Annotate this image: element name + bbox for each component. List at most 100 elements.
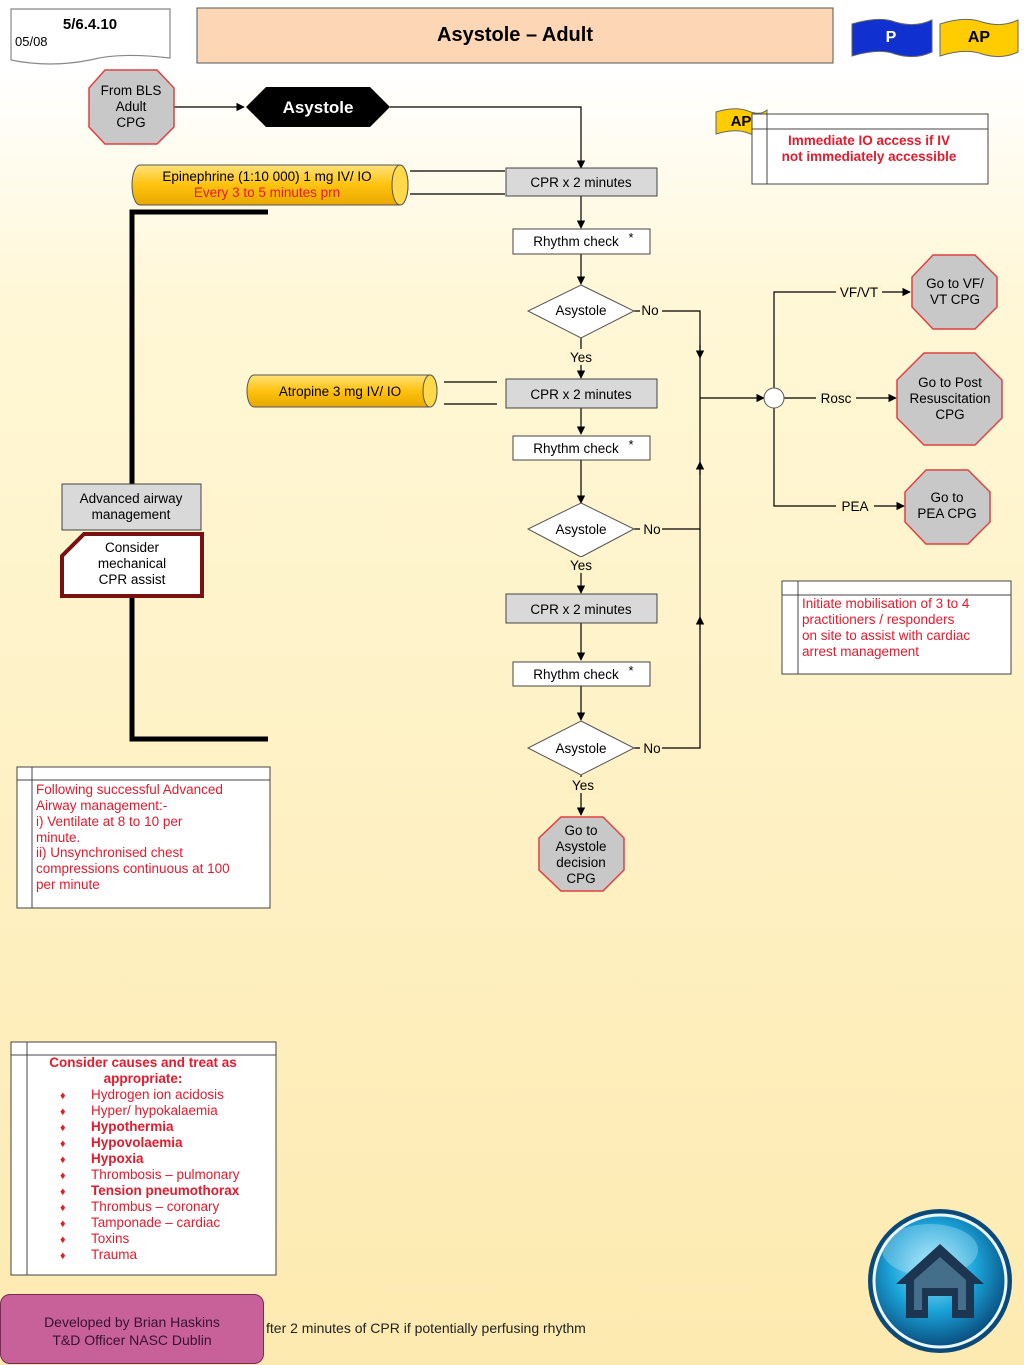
from-bls-line3: CPG [116,115,145,130]
code-tag: 5/6.4.10 05/08 [10,8,171,65]
cause-bullet-icon: ♦ [60,1138,66,1150]
atropine-dose: Atropine 3 mg IV/ IO [279,384,401,399]
doc-code: 5/6.4.10 [63,16,117,33]
yes-label-2: Yes [570,558,592,573]
cpr-box-3[interactable]: CPR x 2 minutes [505,593,658,624]
go-post-resus-line3: CPG [935,407,964,422]
asystole-start-node: Asystole [246,87,390,127]
airway-note-line1: Following successful Advanced [36,782,223,797]
epinephrine-dose: Epinephrine (1:10 000) 1 mg IV/ IO [162,169,371,184]
cpr-box-2-label: CPR x 2 minutes [530,387,632,402]
cause-item: Hyper/ hypokalaemia [91,1103,218,1118]
cause-item: Hypothermia [91,1119,174,1134]
cause-item: Thrombus – coronary [91,1199,220,1214]
badge-ap: AP [939,18,1019,58]
mobilisation-line2: practitioners / responders [802,612,955,627]
title-box: Asystole – Adult [196,7,834,64]
rhythm-footnote: fter 2 minutes of CPR if potentially per… [266,1320,586,1336]
badge-ap-label: AP [968,29,991,46]
rhythm-check-3[interactable]: Rhythm check * [512,661,651,687]
io-access-line1: Immediate IO access if IV [788,133,950,148]
go-asystole-line1: Go to [564,823,597,838]
cause-item: Tamponade – cardiac [91,1215,220,1230]
cause-bullet-icon: ♦ [60,1154,66,1166]
cpr-box-3-label: CPR x 2 minutes [530,602,632,617]
rhythm-check-1[interactable]: Rhythm check * [512,228,651,255]
doc-date: 05/08 [15,34,48,49]
causes-list: ♦ Hydrogen ion acidosis ♦ Hyper/ hypokalaem… [60,1087,240,1262]
mobilisation-line1: Initiate mobilisation of 3 to 4 [802,596,970,611]
yes-label-1: Yes [570,350,592,365]
no-label-3: No [643,741,660,756]
cause-item: Thrombosis – pulmonary [91,1167,240,1182]
mechanical-cpr-line1: Consider [105,540,160,555]
go-vfvt-node[interactable]: Go to VF/ VT CPG [911,254,998,330]
cpr-box-1[interactable]: CPR x 2 minutes [505,167,658,197]
credit-box: Developed by Brian Haskins T&D Officer N… [0,1294,264,1364]
cause-item: Hydrogen ion acidosis [91,1087,224,1102]
cpr-box-2[interactable]: CPR x 2 minutes [505,378,658,409]
from-bls-line2: Adult [116,99,147,114]
advanced-airway-line1: Advanced airway [80,491,183,506]
airway-note-line3: i) Ventilate at 8 to 10 per [36,814,183,829]
rhythm-check-2-label: Rhythm check [533,441,619,456]
yes-label-3: Yes [572,778,594,793]
go-vfvt-line2: VT CPG [930,292,980,307]
mobilisation-line3: on site to assist with cardiac [802,628,970,643]
badge-p: P [851,18,933,58]
advanced-airway-line2: management [92,507,171,522]
go-post-resus-node[interactable]: Go to Post Resuscitation CPG [896,352,1003,446]
cause-item: Trauma [91,1247,138,1262]
go-vfvt-line1: Go to VF/ [926,276,984,291]
rhythm-check-2-asterisk: * [628,437,633,452]
airway-bracket [129,209,268,742]
cause-bullet-icon: ♦ [60,1202,66,1214]
home-button[interactable] [868,1209,1012,1353]
from-bls-node[interactable]: From BLS Adult CPG [88,69,175,145]
advanced-airway-box[interactable]: Advanced airway management [61,483,202,531]
cause-item: Toxins [91,1231,130,1246]
mechanical-cpr-box[interactable]: Consider mechanical CPR assist [60,532,204,598]
branch-junction [763,387,785,409]
rosc-label: Rosc [821,391,852,406]
cause-item: Tension pneumothorax [91,1183,240,1198]
rhythm-check-1-asterisk: * [628,230,633,245]
cpr-box-1-label: CPR x 2 minutes [530,175,632,190]
epinephrine-frequency: Every 3 to 5 minutes prn [194,185,340,200]
badge-p-label: P [886,29,897,46]
decision-asystole-2[interactable]: Asystole [526,502,636,558]
decision-asystole-1[interactable]: Asystole [526,284,636,339]
decision-2-label: Asystole [555,522,606,537]
causes-box: Consider causes and treat as appropriate… [10,1041,277,1276]
decision-3-label: Asystole [555,741,606,756]
airway-note-line6: compressions continuous at 100 [36,861,230,876]
ap-flag-label: AP [731,113,752,130]
cause-bullet-icon: ♦ [60,1122,66,1134]
go-pea-node[interactable]: Go to PEA CPG [904,469,991,545]
airway-note-line5: ii) Unsynchronised chest [36,845,183,860]
home-icon [896,1244,984,1318]
go-asystole-line2: Asystole [555,839,606,854]
airway-note-line4: minute. [36,830,80,845]
io-access-line2: not immediately accessible [782,149,957,164]
cause-bullet-icon: ♦ [60,1218,66,1230]
causes-title-line2: appropriate: [104,1071,183,1086]
mobilisation-note: Initiate mobilisation of 3 to 4 practiti… [781,580,1012,675]
connectors [174,102,911,816]
atropine-drug: Atropine 3 mg IV/ IO [246,374,438,408]
cause-bullet-icon: ♦ [60,1186,66,1198]
airway-note-line7: per minute [36,877,100,892]
pea-label: PEA [841,499,868,514]
go-asystole-line4: CPG [566,871,595,886]
go-asystole-decision-node[interactable]: Go to Asystole decision CPG [538,816,625,892]
no-label-1: No [641,303,658,318]
decision-asystole-3[interactable]: Asystole [526,720,636,776]
causes-title-line1: Consider causes and treat as [49,1055,237,1070]
go-pea-line1: Go to [930,490,963,505]
go-pea-line2: PEA CPG [917,506,976,521]
go-post-resus-line2: Resuscitation [909,391,990,406]
vfvt-label: VF/VT [840,285,878,300]
go-post-resus-line1: Go to Post [918,375,982,390]
rhythm-check-2[interactable]: Rhythm check * [512,435,651,461]
airway-management-note: Following successful Advanced Airway man… [16,766,271,909]
